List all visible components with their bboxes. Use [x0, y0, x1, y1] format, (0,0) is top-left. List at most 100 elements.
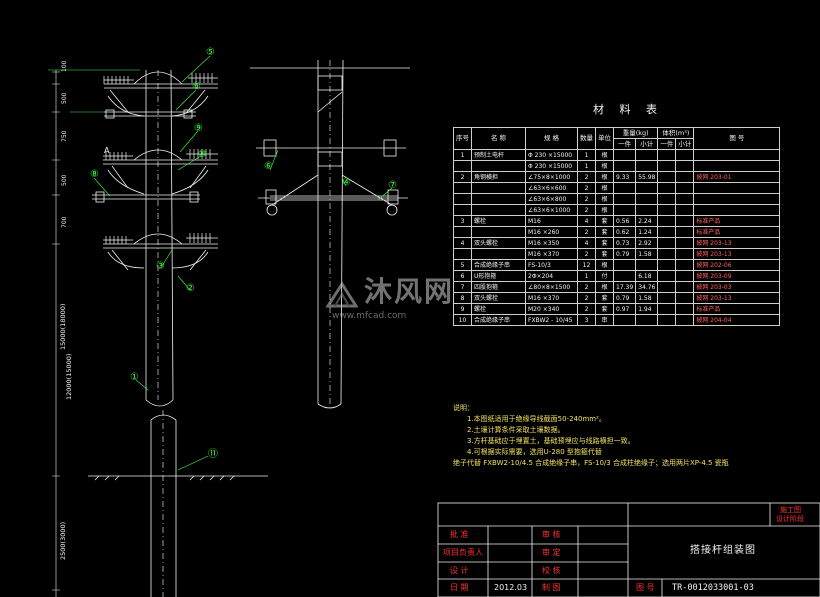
- header-vol-total: 小计: [675, 138, 695, 150]
- table-cell-w2: 2.24: [635, 215, 659, 227]
- drawing-title: 搭接杆组装图: [690, 545, 756, 556]
- table-cell-ref: [693, 160, 781, 172]
- table-cell-no: 10: [453, 314, 472, 326]
- table-cell-ref: 披网 203-09: [693, 270, 781, 282]
- table-cell-v1: [657, 215, 677, 227]
- table-cell-w1: 0.73: [612, 237, 637, 249]
- table-cell-unit: 套: [595, 292, 614, 304]
- table-cell-w1: [612, 160, 637, 172]
- header-spec: 规 格: [525, 127, 578, 150]
- table-cell-v2: [675, 259, 695, 271]
- table-cell-name: 合成绝缘子串: [471, 314, 526, 326]
- table-cell-no: [453, 182, 472, 194]
- table-cell-v2: [675, 248, 695, 260]
- crossarm-lower: [92, 191, 200, 203]
- watermark-logo-icon: [325, 280, 359, 310]
- table-cell-v1: [657, 226, 677, 238]
- table-cell-w1: 0.97: [612, 303, 637, 315]
- table-cell-w2: [635, 259, 659, 271]
- header-qty: 数量: [577, 127, 596, 150]
- table-cell-qty: 1: [577, 149, 596, 161]
- dim-750: 750: [61, 130, 68, 142]
- table-cell-name: [471, 193, 526, 205]
- note-item: 绝子代替 FXBW2-10/4.5 合成绝缘子串，FS-10/3 合成柱绝缘子；…: [453, 459, 729, 467]
- table-cell-v1: [657, 160, 677, 172]
- table-cell-spec: M16: [525, 215, 578, 227]
- table-cell-unit: 套: [595, 248, 614, 260]
- table-cell-ref: [693, 204, 781, 216]
- dim-500: 500: [61, 92, 68, 104]
- watermark-url: www.mfcad.com: [332, 311, 407, 321]
- table-cell-v1: [657, 171, 677, 183]
- title-block-frame: [437, 502, 820, 597]
- notes: 说明： 1.本图纸适用于绝缘导线截面50-240mm²。 2.土壤计算条件采取土…: [453, 403, 729, 469]
- dim-500b: 500: [61, 174, 68, 186]
- pole-lower: [150, 410, 177, 597]
- table-cell-w2: 1.58: [635, 248, 659, 260]
- table-cell-w1: [612, 204, 637, 216]
- notes-heading: 说明：: [453, 404, 474, 412]
- table-cell-name: 四股抱箍: [471, 281, 526, 293]
- label-review: 审 核: [542, 530, 561, 539]
- callout-6: ⑥: [192, 81, 201, 92]
- table-cell-w1: 0.62: [612, 226, 637, 238]
- table-cell-v1: [657, 292, 677, 304]
- table-cell-ref: 披网 203-13: [693, 237, 781, 249]
- dim-burial-depth: 2500(3000): [59, 521, 67, 560]
- table-cell-w2: [635, 160, 659, 172]
- table-cell-name: U形抱箍: [471, 270, 526, 282]
- table-cell-name: [471, 248, 526, 260]
- table-cell-v2: [675, 303, 695, 315]
- callout-9: ⑨: [194, 123, 203, 134]
- header-weight: 重量(kg): [612, 127, 659, 139]
- table-cell-qty: 3: [577, 314, 596, 326]
- table-cell-ref: 披网 203-03: [693, 281, 781, 293]
- table-cell-spec: FS-10/3: [525, 259, 578, 271]
- table-cell-spec: M16 ×260: [525, 226, 578, 238]
- table-cell-v1: [657, 259, 677, 271]
- table-cell-w2: 2.92: [635, 237, 659, 249]
- table-cell-ref: 标准产品: [693, 215, 781, 227]
- header-weight-each: 一件: [612, 138, 637, 150]
- table-cell-w2: 1.24: [635, 226, 659, 238]
- table-cell-unit: 根: [595, 204, 614, 216]
- label-date: 日 期: [450, 583, 469, 592]
- table-cell-unit: 付: [595, 270, 614, 282]
- table-cell-v2: [675, 215, 695, 227]
- table-cell-qty: 2: [577, 182, 596, 194]
- table-cell-qty: 4: [577, 215, 596, 227]
- table-cell-v2: [675, 160, 695, 172]
- table-cell-qty: 2: [577, 204, 596, 216]
- side-callout-4: ④: [342, 177, 351, 188]
- callout-8: ⑧: [90, 169, 99, 180]
- table-cell-no: 9: [453, 303, 472, 315]
- callout-1: ①: [130, 372, 139, 383]
- table-cell-unit: 根: [595, 259, 614, 271]
- table-cell-w1: [612, 149, 637, 161]
- crossarm-top: [104, 71, 218, 113]
- label-verify: 审 定: [542, 548, 561, 557]
- label-approve: 批 准: [450, 530, 469, 539]
- table-cell-no: [453, 160, 472, 172]
- table-cell-w2: 55.98: [635, 171, 659, 183]
- table-cell-spec: M16 ×350: [525, 237, 578, 249]
- table-cell-w1: 0.79: [612, 292, 637, 304]
- table-cell-v2: [675, 204, 695, 216]
- table-cell-qty: 1: [577, 270, 596, 282]
- callout-11: ⑪: [208, 449, 218, 460]
- table-cell-w1: 0.56: [612, 215, 637, 227]
- stage-stamp-top: 施工图: [780, 506, 801, 514]
- table-cell-w2: [635, 204, 659, 216]
- table-cell-qty: 1: [577, 160, 596, 172]
- table-cell-v1: [657, 182, 677, 194]
- table-cell-v1: [657, 149, 677, 161]
- table-cell-spec: ∠80×8×1500: [525, 281, 578, 293]
